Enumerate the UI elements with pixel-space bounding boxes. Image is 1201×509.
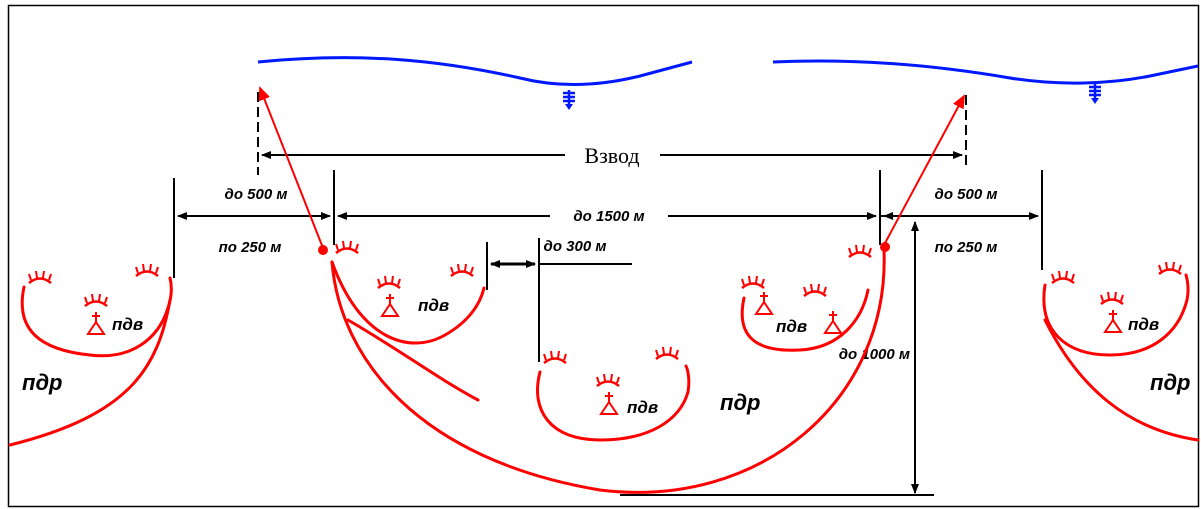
- enemy-line-left: [257, 56, 693, 87]
- enemy-symbol-icon: [1087, 82, 1103, 106]
- company-link-line: [346, 318, 480, 402]
- label-po250-left: по 250 м: [219, 239, 282, 256]
- squad-position-center-rear: [536, 364, 691, 442]
- label-pdv-4: пдв: [776, 317, 807, 336]
- command-post-icon: [381, 293, 399, 317]
- label-pdv-1: пдв: [112, 315, 143, 334]
- platoon-label: Взвод: [584, 143, 639, 168]
- command-post-icon: [600, 391, 618, 415]
- trench-icon: [847, 243, 873, 259]
- enemy-line-right: [772, 59, 1199, 85]
- trench-icon: [542, 349, 568, 365]
- trench-icon: [654, 345, 680, 361]
- squad-position-left: [20, 276, 173, 358]
- trench-icon: [1099, 290, 1125, 306]
- label-do500-right: до 500 м: [935, 186, 998, 203]
- label-pdv-2: пдв: [418, 296, 449, 315]
- command-post-icon: [1104, 309, 1122, 333]
- flank-point-left: [318, 245, 328, 255]
- enemy-symbol-icon: [561, 88, 577, 112]
- flank-point-right: [880, 242, 890, 252]
- squad-position-right: [1042, 273, 1190, 357]
- company-area-left: [8, 298, 172, 447]
- trench-icon: [1157, 260, 1183, 276]
- label-pdv-3: пдв: [627, 398, 658, 417]
- trench-icon: [449, 262, 475, 278]
- company-area-center: [330, 248, 886, 494]
- trench-icon: [83, 292, 109, 308]
- label-do500-left: до 500 м: [225, 186, 288, 203]
- label-pdv-5: пдв: [1128, 315, 1159, 334]
- label-do1500: до 1500 м: [573, 208, 644, 225]
- direction-arrow-right: [883, 94, 965, 246]
- squad-position-center-left: [330, 260, 486, 345]
- direction-arrow-left: [258, 86, 324, 249]
- squad-position-center-right: [740, 288, 870, 352]
- label-pdr-left: пдр: [22, 370, 62, 395]
- label-pdr-center: пдр: [720, 390, 760, 415]
- label-do1000: до 1000 м: [839, 346, 910, 363]
- command-post-icon: [87, 311, 105, 335]
- trench-icon: [802, 282, 828, 298]
- label-pdr-right: пдр: [1150, 370, 1190, 395]
- label-do300: до 300 м: [544, 238, 607, 255]
- trench-icon: [1050, 269, 1076, 285]
- trench-icon: [334, 239, 360, 255]
- trench-icon: [595, 372, 621, 388]
- frame-border: [7, 4, 1200, 508]
- label-po250-right: по 250 м: [935, 239, 998, 256]
- command-post-icon: [755, 291, 773, 315]
- trench-icon: [27, 269, 53, 285]
- trench-icon: [740, 274, 766, 290]
- command-post-icon: [824, 310, 842, 334]
- trench-icon: [376, 274, 402, 290]
- trench-icon: [134, 262, 160, 278]
- company-area-right: [1043, 318, 1200, 442]
